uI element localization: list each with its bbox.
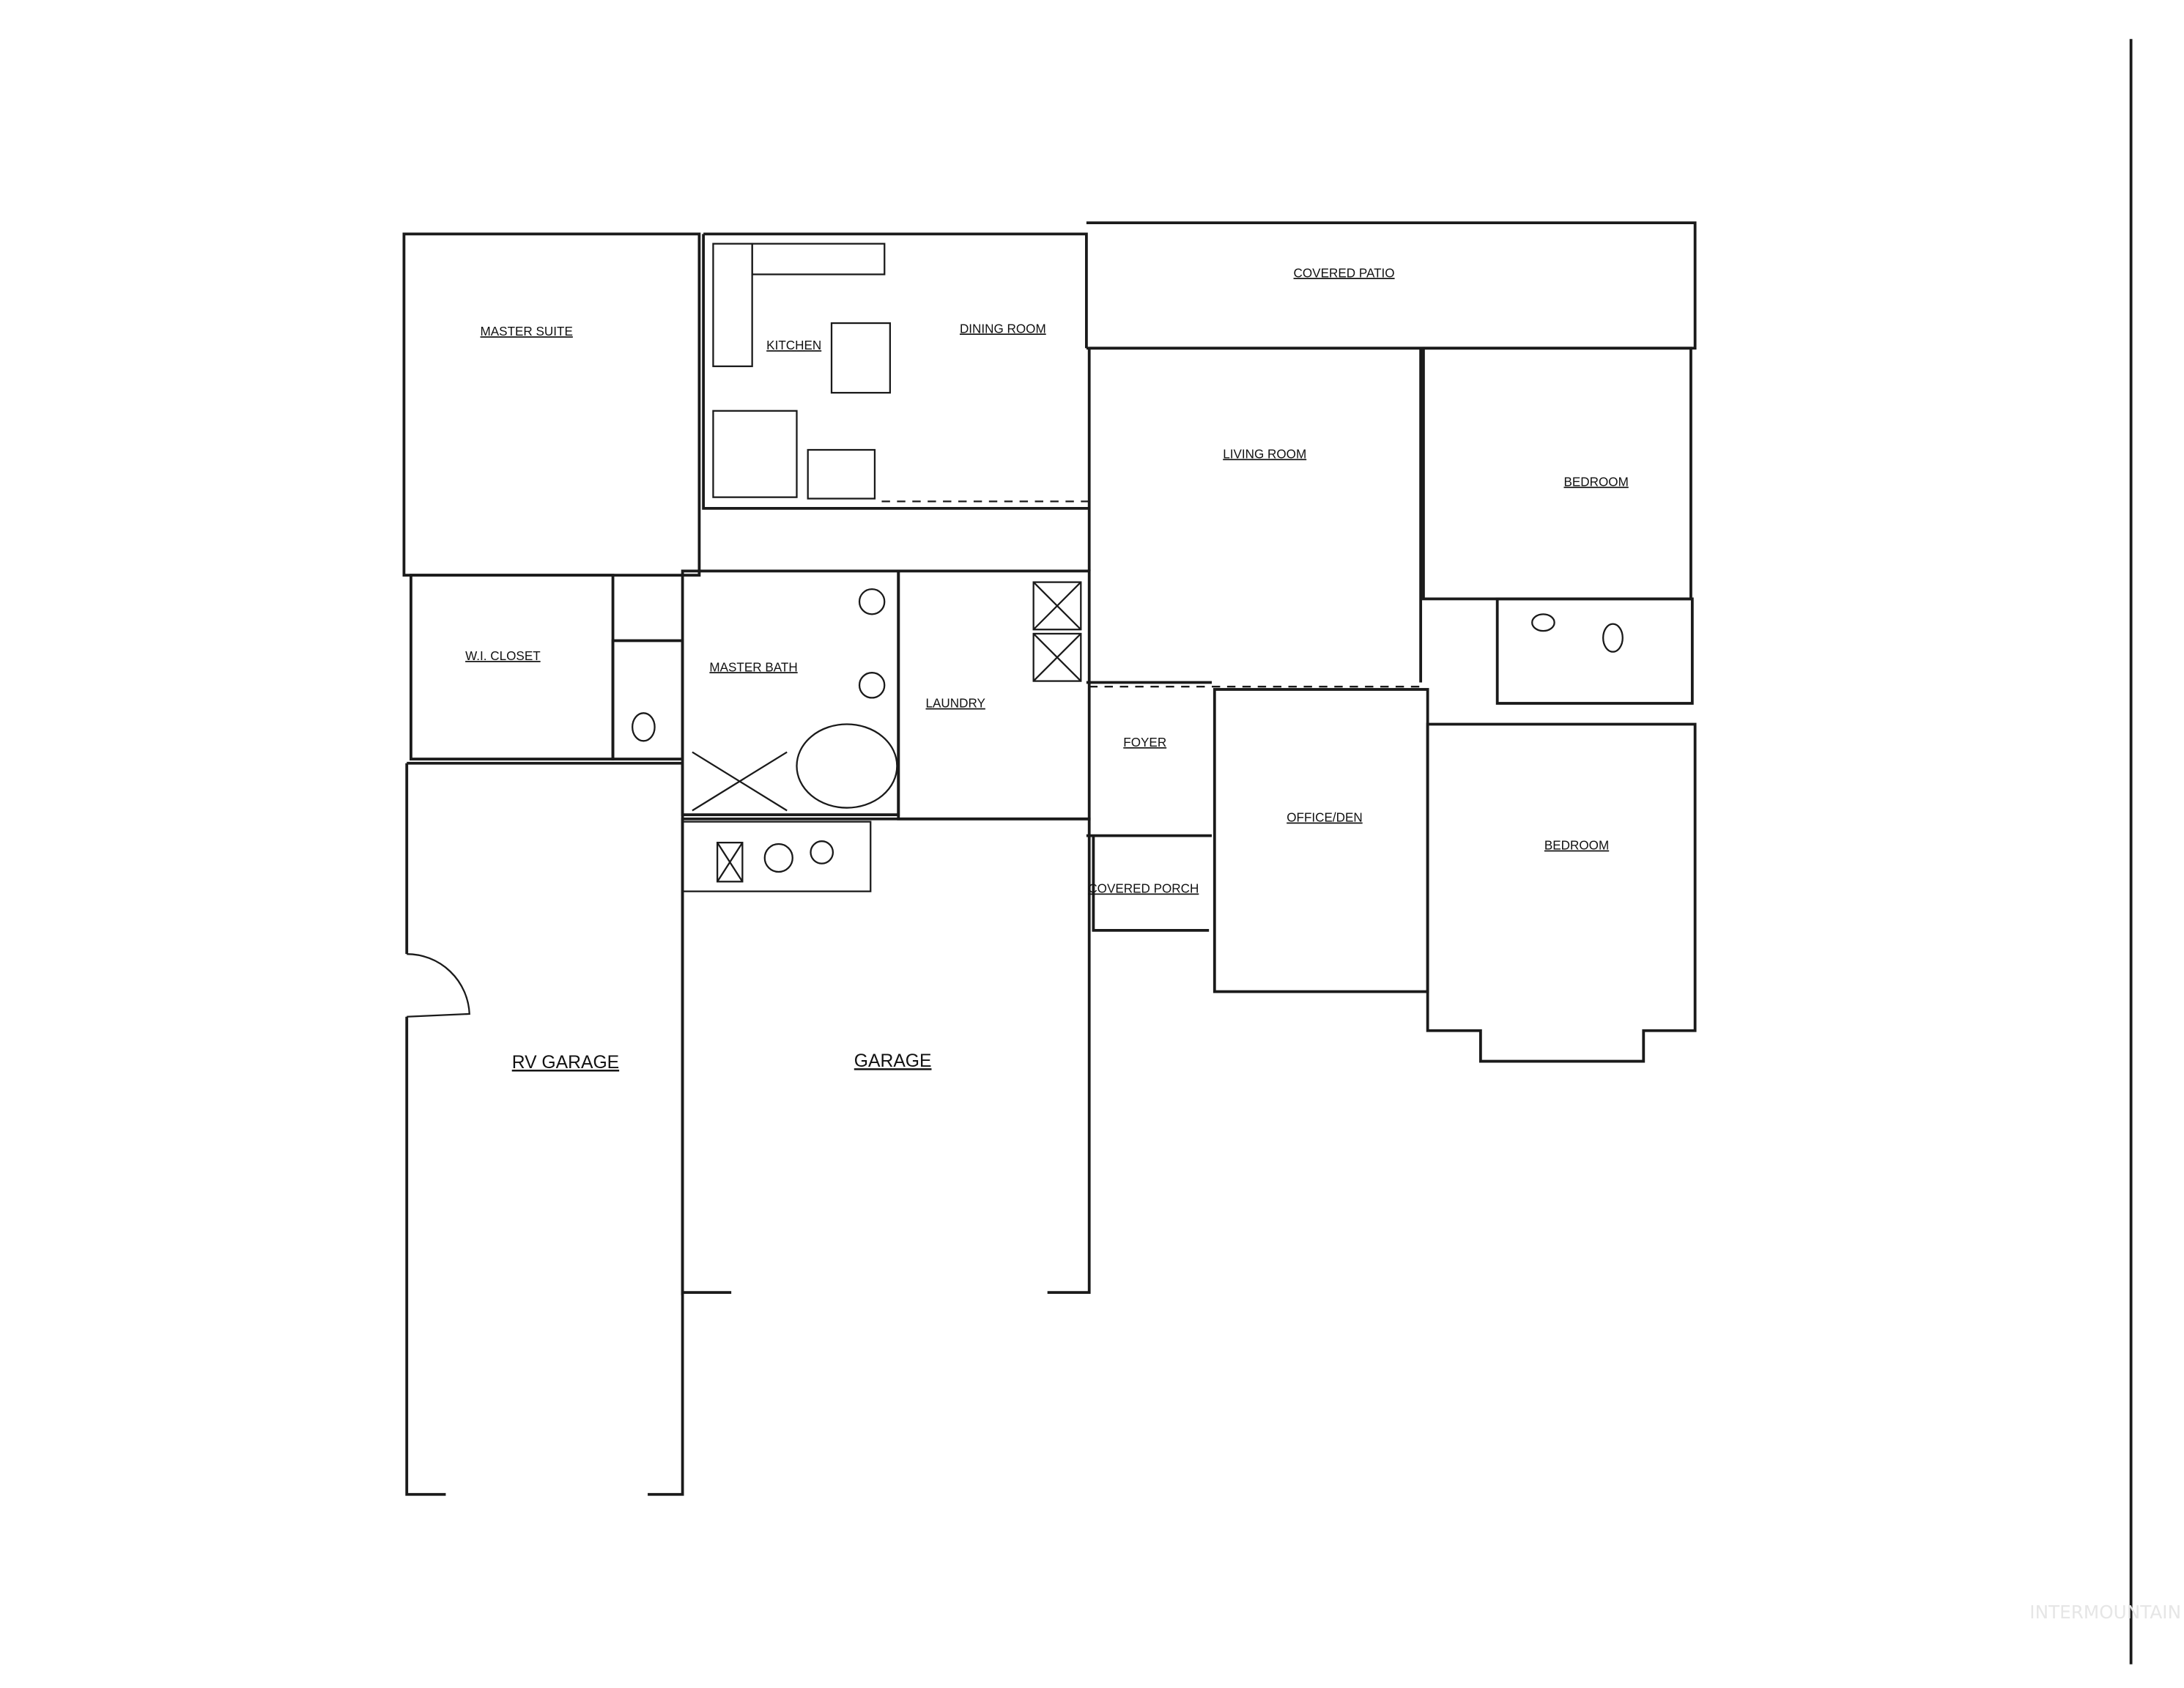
bedroom-1-walls (1422, 347, 1692, 601)
master-bath-walls (681, 569, 900, 816)
label-master-suite: MASTER SUITE (481, 325, 573, 338)
label-bedroom-2: BEDROOM (1544, 839, 1609, 853)
bath-walls (1495, 597, 1694, 705)
label-garage: GARAGE (854, 1051, 932, 1071)
kitchen-walls (703, 232, 1088, 349)
bedroom-2-walls (1426, 722, 1697, 1063)
foyer-walls (1086, 681, 1212, 932)
label-living-room: LIVING ROOM (1223, 447, 1306, 461)
rv-garage-walls (405, 761, 684, 1496)
walls (402, 39, 2133, 1665)
bathtub (796, 723, 898, 809)
label-covered-patio: COVERED PATIO (1294, 266, 1395, 280)
label-bedroom-1: BEDROOM (1563, 475, 1628, 489)
label-office-den: OFFICE/DEN (1287, 811, 1363, 825)
master-suite-walls (402, 232, 701, 577)
office-walls (1213, 688, 1429, 993)
label-master-bath: MASTER BATH (709, 660, 797, 674)
wi-closet-walls (410, 574, 615, 760)
label-rv-garage: RV GARAGE (512, 1053, 619, 1073)
label-covered-porch: COVERED PORCH (1088, 882, 1199, 896)
label-kitchen: KITCHEN (766, 338, 821, 352)
label-foyer: FOYER (1123, 736, 1166, 749)
covered-patio-outline (1086, 221, 1697, 350)
label-wi-closet: W.I. CLOSET (465, 649, 541, 663)
living-room-walls (1087, 347, 1423, 683)
label-laundry: LAUNDRY (926, 697, 986, 711)
watermark: INTERMOUNTAIN (2029, 1602, 2181, 1623)
room-labels: MASTER SUITE KITCHEN DINING ROOM COVERED… (465, 266, 1629, 1073)
kitchen-island (830, 322, 891, 394)
label-dining-room: DINING ROOM (960, 322, 1046, 336)
